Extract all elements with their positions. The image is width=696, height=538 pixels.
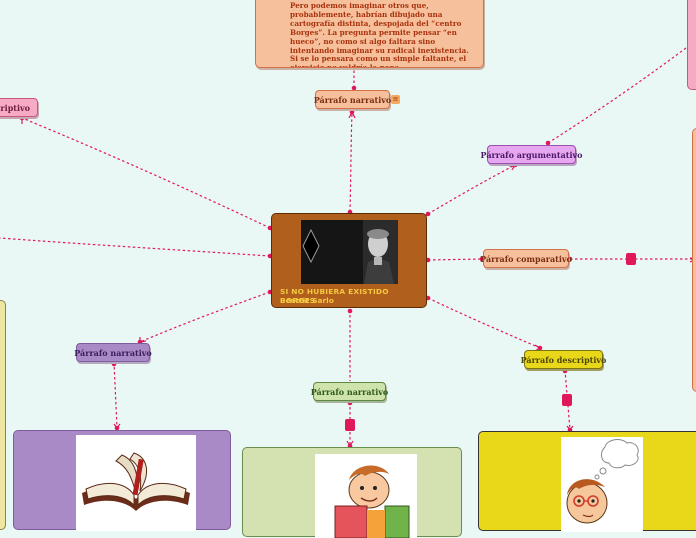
connector-dot	[347, 308, 353, 314]
node-parrafo-argumentativo[interactable]: Párrafo argumentativo	[481, 145, 582, 164]
right-edge-panel-peach[interactable]	[692, 128, 696, 392]
connector-argumentativo-far	[547, 44, 691, 144]
connector-narrativo-left	[139, 291, 271, 343]
central-title: SI NO HUBIERA EXISTIDO BORGES	[280, 287, 389, 305]
connector-dot	[351, 85, 357, 91]
top-text-card-body: Pero podemos imaginar otros que, probabl…	[290, 1, 469, 68]
central-topic-node[interactable]: SI NO HUBIERA EXISTIDO BORGES Beatriz Sa…	[271, 213, 427, 308]
book-svg	[82, 452, 190, 511]
central-author: Beatriz Sarlo	[280, 296, 334, 305]
portrait-illustration	[301, 220, 398, 284]
connector-handle[interactable]	[562, 394, 572, 406]
connector-descriptivo-left	[21, 117, 271, 229]
node-label: Párrafo narrativo	[313, 94, 392, 105]
connector-narrativo-left-down	[113, 361, 118, 429]
node-label: Párrafo descriptivo	[520, 354, 607, 365]
image-panel-thinker[interactable]	[478, 431, 696, 532]
node-parrafo-narrativo-left[interactable]: Párrafo narrativo	[74, 343, 152, 362]
connector-top	[349, 111, 353, 213]
node-label: Párrafo narrativo	[74, 347, 152, 358]
connector-comparativo	[427, 258, 483, 261]
node-label: Párrafo narrativo	[310, 386, 389, 397]
borges-portrait-photo	[301, 220, 398, 284]
thinking-boy-illustration	[561, 437, 643, 532]
node-parrafo-narrativo-bottom[interactable]: Párrafo narrativo	[310, 382, 389, 401]
node-parrafo-descriptivo-left[interactable]: escriptivo	[0, 98, 38, 117]
top-text-card[interactable]: Pero podemos imaginar otros que, probabl…	[255, 0, 484, 68]
image-panel-book[interactable]	[13, 430, 231, 531]
connector-argumentativo	[427, 164, 516, 215]
node-parrafo-descriptivo-right[interactable]: Párrafo descriptivo	[521, 350, 606, 369]
connector-handle[interactable]	[345, 419, 355, 431]
connector-dot	[545, 140, 551, 146]
node-parrafo-comparativo[interactable]: Párrafo comparativo	[480, 249, 572, 268]
thinker-svg	[566, 439, 639, 524]
node-label: Párrafo argumentativo	[480, 149, 583, 160]
connector-handle[interactable]	[626, 253, 636, 265]
image-panel-boy[interactable]	[242, 447, 462, 538]
left-edge-panel-yellow[interactable]	[0, 300, 6, 530]
boy-svg	[334, 465, 410, 538]
node-label: Párrafo comparativo	[480, 253, 572, 264]
connector-descriptivo-right	[427, 297, 541, 349]
connector-dot	[425, 211, 431, 217]
open-book-illustration	[76, 435, 196, 531]
connector-dot	[562, 368, 568, 374]
node-parrafo-narrativo-top[interactable]: Párrafo narrativo	[313, 90, 392, 109]
connector-dot	[347, 400, 353, 406]
connector-layer	[0, 44, 696, 449]
connector-left-middle	[0, 237, 271, 257]
boy-reading-illustration	[315, 454, 417, 538]
right-edge-panel-pink[interactable]	[687, 0, 696, 90]
connector-dot	[111, 361, 117, 367]
notes-icon[interactable]: ≡	[391, 95, 400, 104]
node-label: escriptivo	[0, 102, 30, 113]
